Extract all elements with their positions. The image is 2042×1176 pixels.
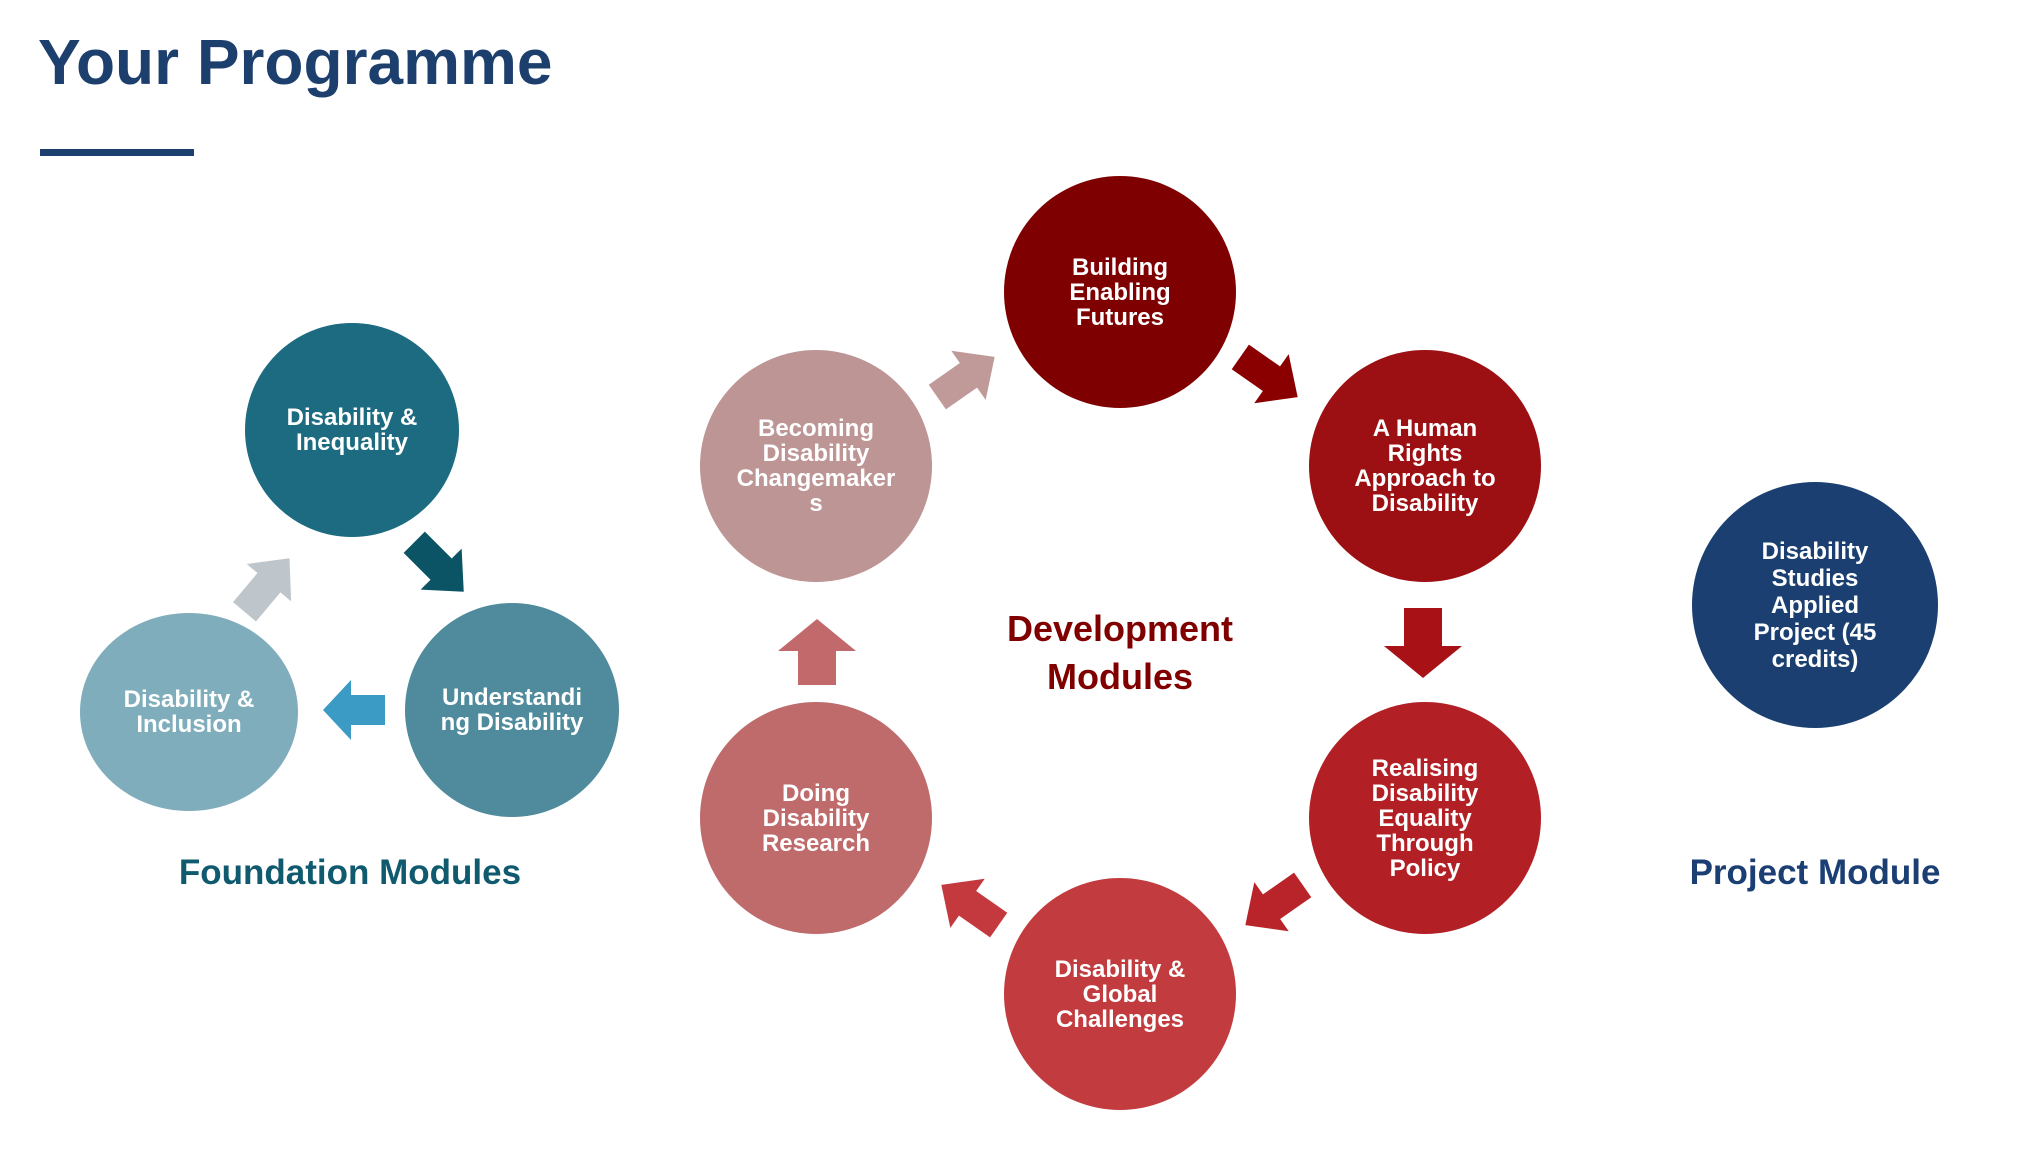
cycle-arrow-icon [403, 531, 464, 592]
title-underline [40, 149, 194, 156]
cycle-arrow-icon [778, 619, 856, 685]
module-label: A Human Rights Approach to Disability [1354, 415, 1496, 517]
module-label: Disability & Global Challenges [1054, 955, 1186, 1033]
project-module-label: Project Module [1689, 853, 1941, 892]
module-circle-doing-disability-research: Doing Disability Research [700, 702, 932, 934]
module-label: Doing Disability Research [761, 779, 871, 857]
module-label: Building Enabling Futures [1069, 253, 1171, 331]
cycle-arrow-icon [1231, 344, 1298, 404]
module-circle-applied-project: Disability Studies Applied Project (45 c… [1692, 482, 1938, 728]
module-circle-building-enabling-futures: Building Enabling Futures [1004, 176, 1236, 408]
module-label: Realising Disability Equality Through Po… [1371, 754, 1479, 882]
cycle-arrow-icon [941, 878, 1008, 938]
cycle-arrow-icon [1245, 872, 1312, 932]
module-circle-becoming-changemakers: Becoming Disability Changemaker s [700, 350, 932, 582]
module-label: Disability & Inclusion [123, 686, 255, 738]
development-modules-label: Development Modules [1006, 608, 1234, 697]
page-title: Your Programme [38, 26, 553, 98]
module-circle-realising-disability-equality: Realising Disability Equality Through Po… [1309, 702, 1541, 934]
foundation-modules-label: Foundation Modules [178, 853, 522, 892]
cycle-arrow-icon [233, 558, 292, 622]
module-label: Disability & Inequality [286, 404, 418, 456]
cycle-arrow-icon [928, 350, 995, 410]
cycle-arrow-icon [1384, 608, 1462, 678]
module-circle-understanding-disability: Understandi ng Disability [405, 603, 619, 817]
module-label: Becoming Disability Changemaker s [736, 415, 896, 517]
module-circle-disability-inequality: Disability & Inequality [245, 323, 459, 537]
module-circle-disability-inclusion: Disability & Inclusion [80, 613, 298, 811]
module-circle-human-rights-approach: A Human Rights Approach to Disability [1309, 350, 1541, 582]
cycle-arrow-icon [323, 680, 385, 740]
module-label: Disability Studies Applied Project (45 c… [1753, 537, 1877, 673]
module-circle-global-challenges: Disability & Global Challenges [1004, 878, 1236, 1110]
module-label: Understandi ng Disability [440, 684, 584, 736]
